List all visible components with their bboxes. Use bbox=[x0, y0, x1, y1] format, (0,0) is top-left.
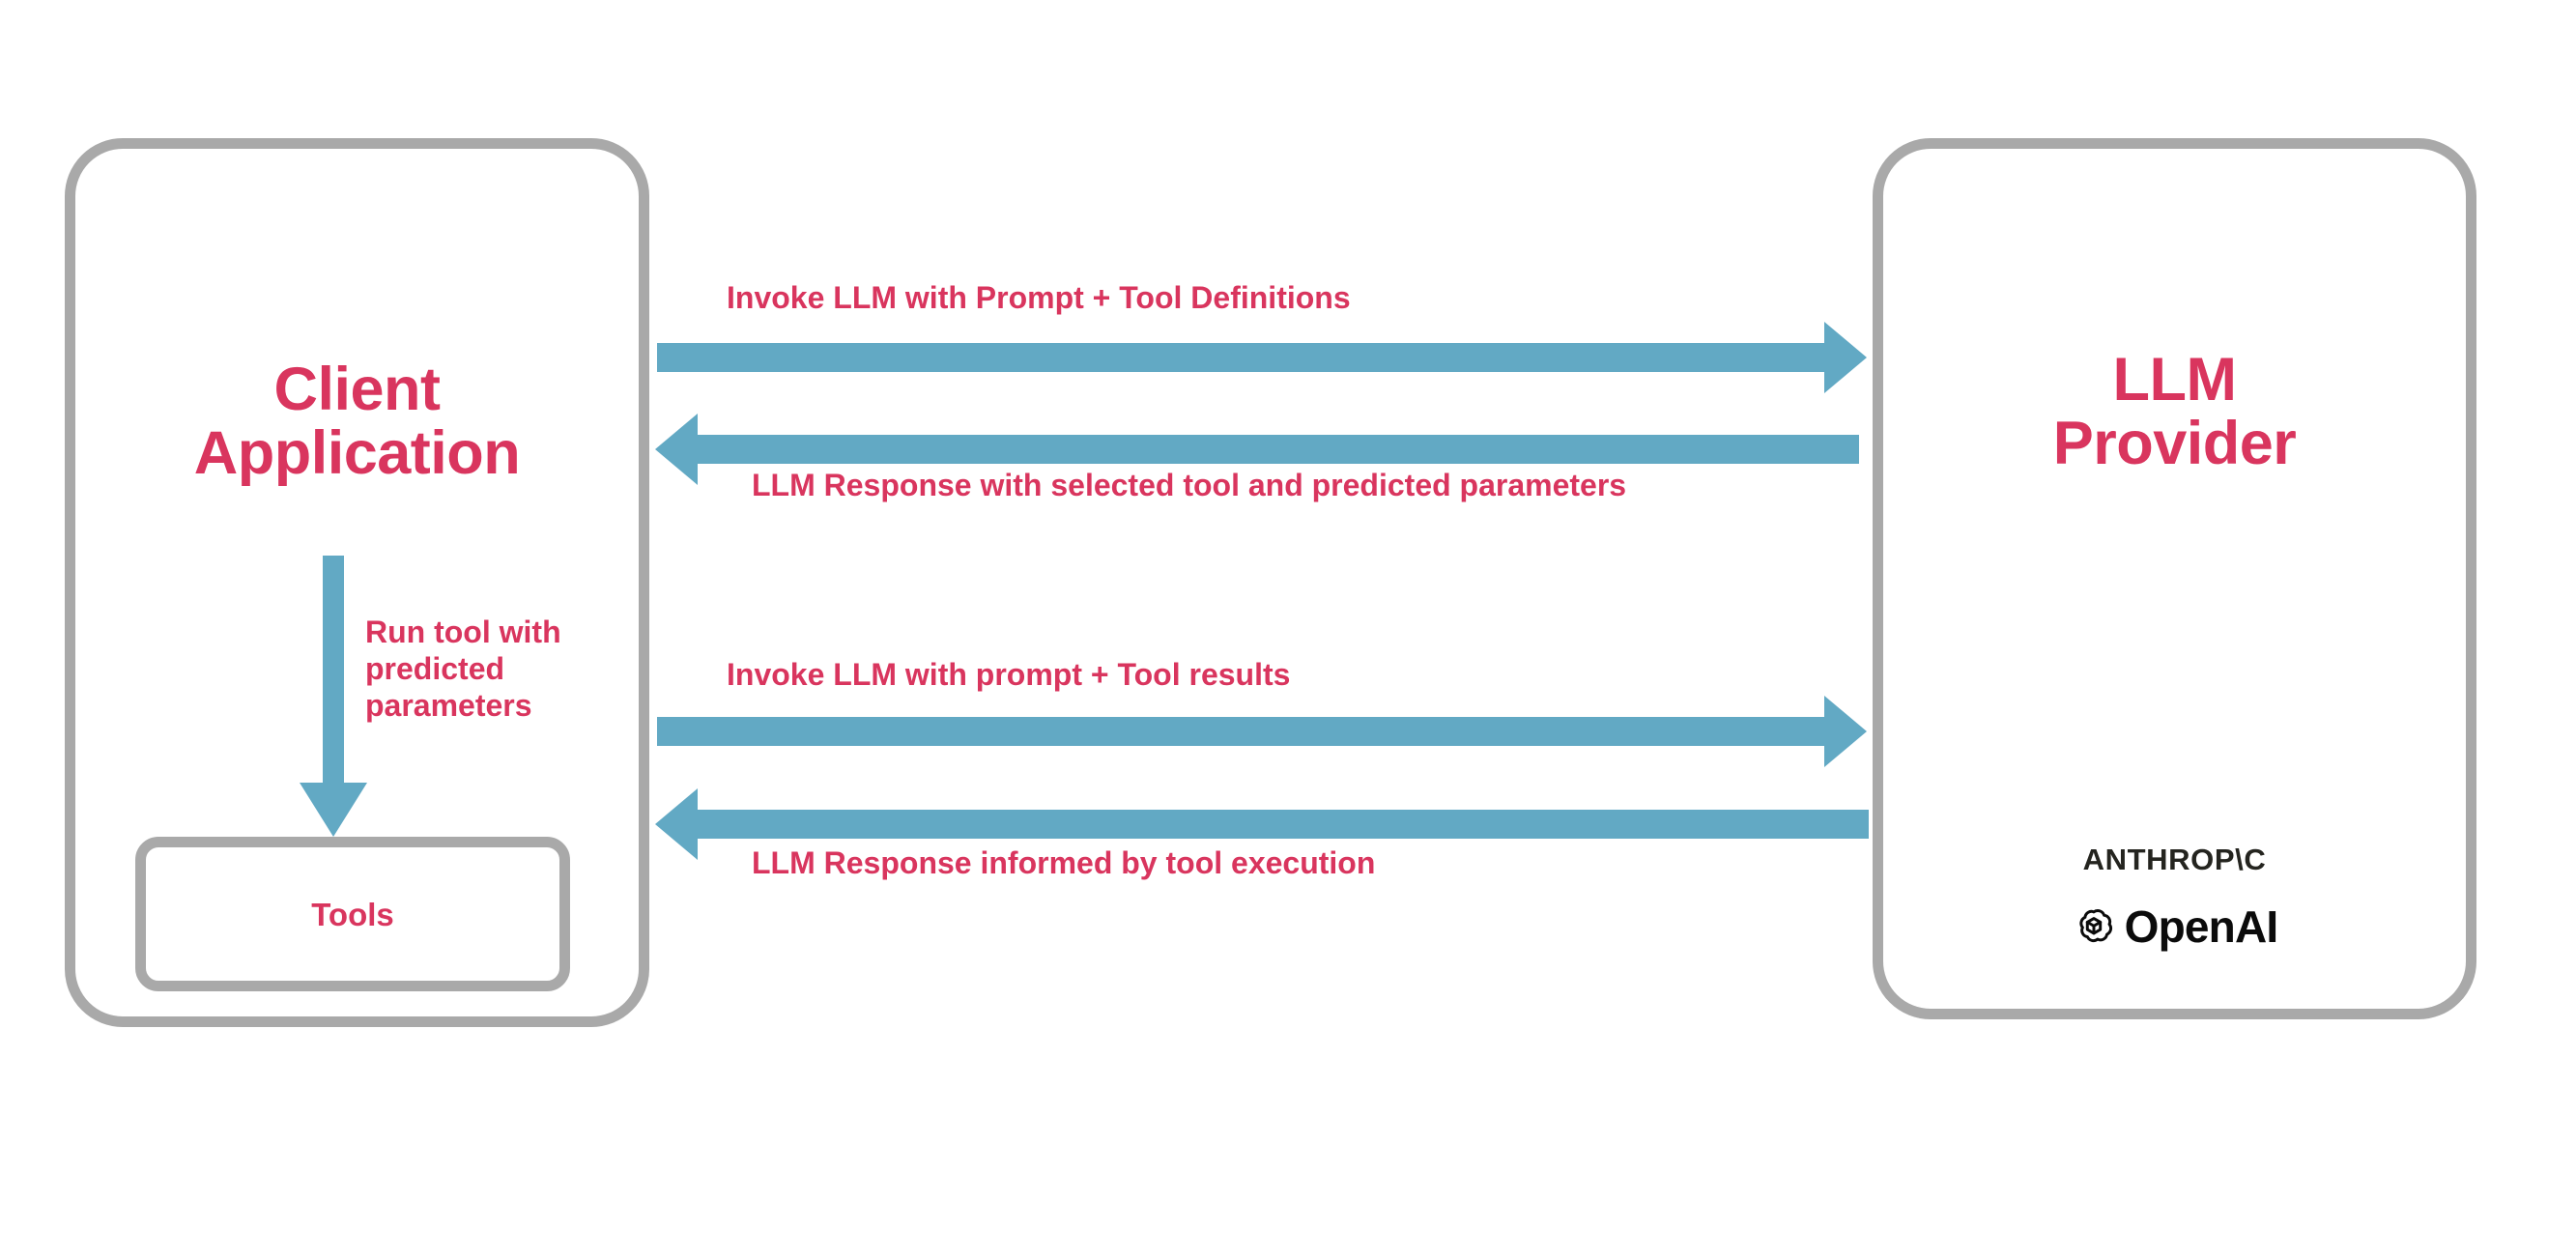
openai-logo: OpenAI bbox=[1873, 901, 2476, 953]
openai-knot-icon bbox=[2078, 909, 2112, 943]
flow-label-response-1: LLM Response with selected tool and pred… bbox=[752, 468, 1627, 502]
flow-label-invoke-2: Invoke LLM with prompt + Tool results bbox=[727, 657, 1291, 692]
arrow-invoke-2 bbox=[657, 696, 1867, 767]
flow-label-run-tool: Run tool with predicted parameters bbox=[365, 615, 561, 723]
flow-label-response-2: LLM Response informed by tool execution bbox=[752, 845, 1376, 880]
client-title-line-1: Client bbox=[273, 356, 441, 423]
arrow-invoke-1 bbox=[657, 322, 1867, 393]
provider-title-line-2: Provider bbox=[2052, 410, 2297, 478]
tools-label: Tools bbox=[311, 896, 394, 932]
anthropic-logo: ANTHROP\C bbox=[2082, 843, 2267, 876]
llm-provider-node[interactable] bbox=[1873, 138, 2476, 1019]
llm-provider-title: LLM Provider bbox=[1873, 348, 2476, 475]
client-title-line-2: Application bbox=[193, 419, 521, 488]
tools-node[interactable]: Tools bbox=[135, 837, 570, 991]
flow-label-invoke-1: Invoke LLM with Prompt + Tool Definition… bbox=[727, 280, 1351, 315]
provider-title-line-1: LLM bbox=[2112, 346, 2237, 414]
client-application-title: Client Application bbox=[65, 357, 649, 485]
openai-wordmark: OpenAI bbox=[2124, 901, 2279, 952]
